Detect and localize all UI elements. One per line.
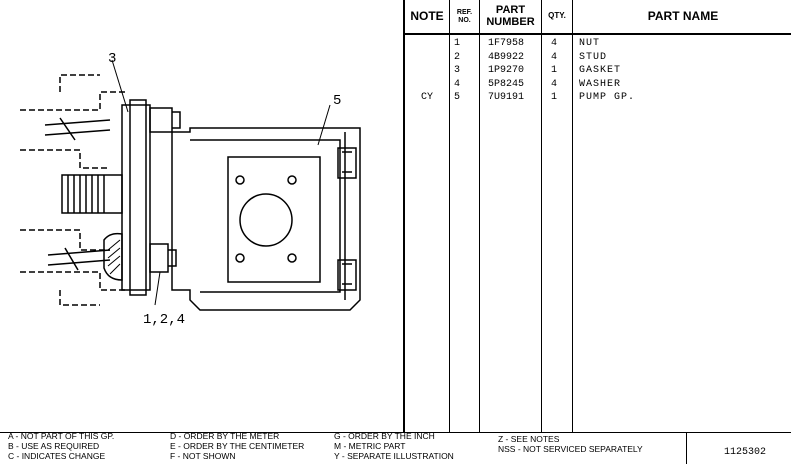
ref-header-line2: NO.	[458, 16, 471, 24]
table-cell-qty: 1	[551, 65, 558, 76]
legend-footer: A - NOT PART OF THIS GP. B - USE AS REQU…	[0, 431, 791, 464]
ref-column: REF. NO. 1 2 3 4 5	[449, 0, 479, 432]
table-cell-qty: 4	[551, 78, 558, 90]
part-name-column: PART NAME NUT STUD GASKET WASHER PUMP GP…	[572, 0, 791, 432]
table-cell-qty: 4	[551, 38, 558, 49]
legend-item: Z - SEE NOTES	[498, 434, 560, 444]
table-cell-ref: 5	[454, 92, 461, 103]
note-header: NOTE	[405, 0, 449, 35]
table-cell-note	[405, 78, 449, 92]
legend-item: B - USE AS REQUIRED	[8, 441, 100, 451]
note-column: NOTE CY	[405, 0, 449, 432]
callout-1-2-4: 1,2,4	[143, 312, 185, 328]
table-cell-note	[405, 37, 449, 51]
table-cell-part: 1P9270	[488, 65, 525, 76]
table-cell-part: 4B9922	[488, 51, 525, 63]
table-cell-qty: 1	[551, 92, 558, 103]
callout-3: 3	[108, 51, 116, 67]
part-number-column: PART NUMBER 1F7958 4B9922 1P9270 5P8245 …	[479, 0, 541, 432]
table-cell-qty: 4	[551, 51, 558, 63]
legend-column-2: D - ORDER BY THE METER E - ORDER BY THE …	[170, 431, 304, 461]
table-cell-name: GASKET	[579, 65, 622, 76]
legend-item: D - ORDER BY THE METER	[170, 431, 280, 441]
table-cell-ref: 2	[454, 51, 461, 63]
illustration-number: 1125302	[724, 447, 767, 458]
part-name-header: PART NAME	[573, 0, 791, 35]
legend-item: Y - SEPARATE ILLUSTRATION	[334, 451, 454, 461]
table-cell-note: CY	[420, 92, 433, 103]
legend-item: A - NOT PART OF THIS GP.	[8, 431, 115, 441]
part-header-line1: PART	[495, 3, 526, 16]
table-cell-name: STUD	[579, 51, 608, 63]
table-cell-part: 7U9191	[488, 92, 525, 103]
table-cell-part: 5P8245	[488, 78, 525, 90]
legend-item: M - METRIC PART	[334, 441, 406, 451]
table-cell-name: WASHER	[579, 78, 622, 90]
part-header-line2: NUMBER	[486, 15, 535, 28]
legend-column-3: G - ORDER BY THE INCH M - METRIC PART Y …	[334, 431, 454, 461]
table-cell-name: PUMP GP.	[579, 92, 636, 103]
table-cell-part: 1F7958	[488, 38, 525, 49]
legend-item: NSS - NOT SERVICED SEPARATELY	[498, 444, 643, 454]
legend-item: G - ORDER BY THE INCH	[334, 431, 435, 441]
legend-column-1: A - NOT PART OF THIS GP. B - USE AS REQU…	[8, 431, 114, 461]
table-cell-name: NUT	[579, 38, 601, 49]
table-cell-note	[405, 64, 449, 78]
table-cell-ref: 1	[454, 38, 461, 49]
table-cell-note	[405, 51, 449, 65]
ref-header-line1: REF.	[456, 9, 473, 17]
pump-group-drawing: 3 5 1,2,4	[20, 51, 361, 328]
ref-header: REF. NO.	[450, 0, 479, 35]
legend-item: C - INDICATES CHANGE	[8, 451, 106, 461]
part-number-header: PART NUMBER	[480, 0, 541, 35]
callout-5: 5	[333, 93, 341, 109]
legend-divider	[686, 433, 687, 464]
legend-column-4: Z - SEE NOTES NSS - NOT SERVICED SEPARAT…	[498, 434, 643, 454]
table-cell-ref: 4	[454, 78, 461, 90]
qty-header: QTY.	[542, 0, 572, 35]
qty-column: QTY. 4 4 1 4 1	[541, 0, 572, 432]
exploded-view-illustration: 3 5 1,2,4	[0, 0, 403, 430]
table-cell-ref: 3	[454, 65, 461, 76]
legend-item: E - ORDER BY THE CENTIMETER	[170, 441, 305, 451]
parts-list-table: NOTE CY REF. NO. 1 2 3 4 5 PART NU	[403, 0, 791, 432]
legend-item: F - NOT SHOWN	[170, 451, 236, 461]
